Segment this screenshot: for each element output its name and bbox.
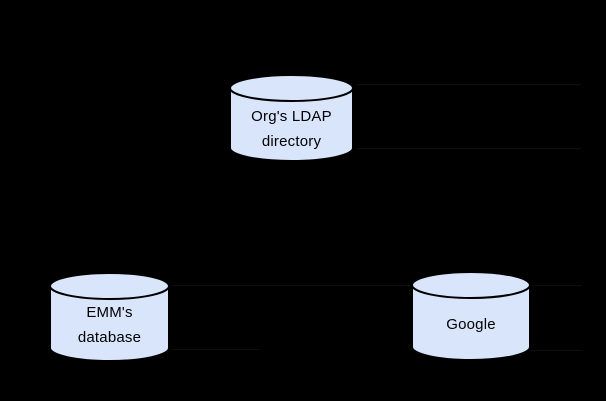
connector-trace: [356, 84, 581, 85]
node-label: EMM's database: [49, 300, 170, 350]
node-emms-database: EMM's database: [49, 272, 170, 362]
node-label: Org's LDAP directory: [229, 104, 354, 154]
node-google: Google: [411, 271, 531, 361]
connector-trace: [356, 148, 581, 149]
node-label-line: Google: [446, 316, 496, 333]
database-cylinder-icon: [229, 74, 354, 162]
database-cylinder-icon: [49, 272, 170, 362]
node-label-line: Org's LDAP: [251, 108, 332, 125]
node-orgs-ldap-directory: Org's LDAP directory: [229, 74, 354, 162]
connector-trace: [171, 349, 260, 350]
database-cylinder-icon: [411, 271, 531, 361]
node-label: Google: [411, 312, 531, 337]
connector-trace: [531, 285, 582, 286]
connector-trace: [531, 350, 582, 351]
connector-trace: [171, 285, 410, 286]
node-label-line: EMM's: [86, 304, 133, 321]
node-label-line: directory: [261, 133, 322, 150]
node-label-line: database: [77, 329, 142, 346]
